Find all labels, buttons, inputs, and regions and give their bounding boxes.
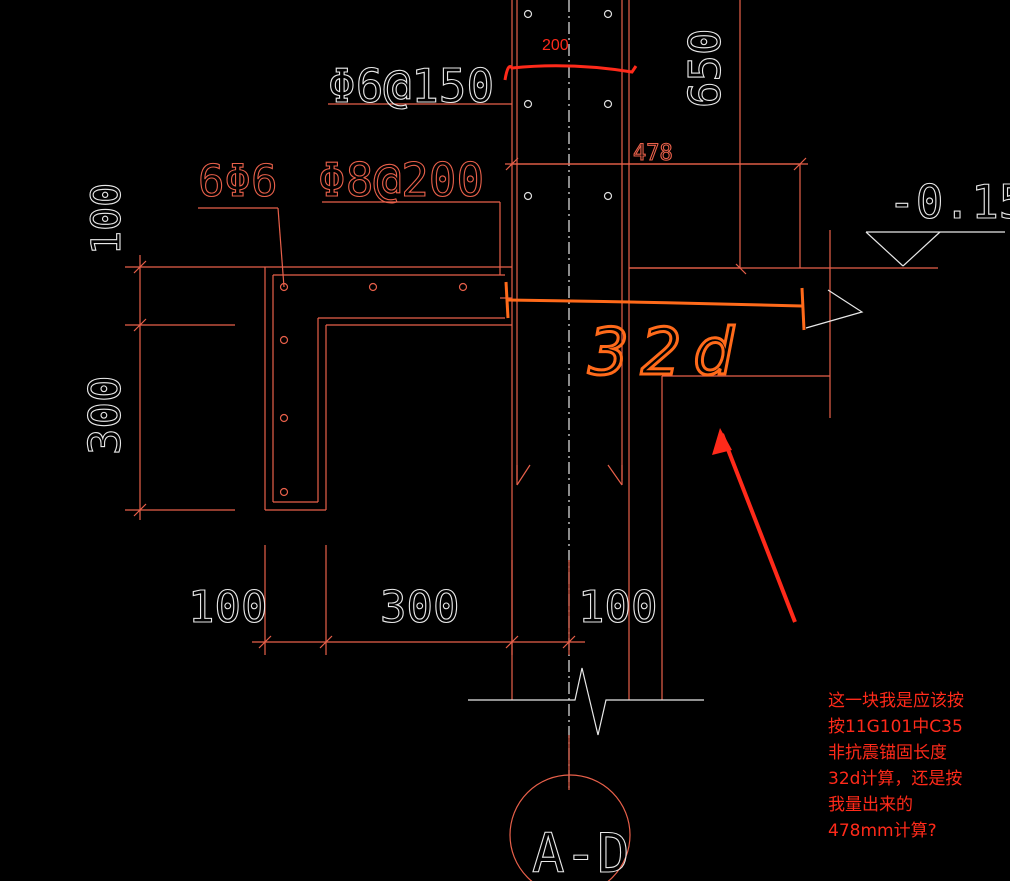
horizontal-dimensions	[252, 545, 585, 655]
label-dim-478: 478	[633, 141, 673, 166]
label-rebar-spacing-spec: Φ8@200	[318, 153, 484, 207]
label-elevation: -0.150	[888, 175, 1010, 229]
label-dim-100-left: 100	[188, 582, 267, 633]
annotation-200-brace	[503, 64, 638, 81]
label-axis: A-D	[532, 822, 630, 881]
break-line	[468, 667, 704, 736]
label-dim-300-vertical: 300	[80, 376, 131, 455]
elevation-marker	[865, 231, 1005, 267]
axis-bubble	[509, 735, 631, 881]
label-stirrup-spec: Φ6@150	[328, 59, 494, 113]
label-dim-650: 650	[680, 29, 731, 108]
section-rebar-dots	[279, 282, 468, 497]
question-note: 这一块我是应该按 按11G101中C35 非抗震锚固长度 32d计算，还是按 我…	[828, 691, 964, 841]
vertical-dimensions	[125, 255, 235, 520]
column-rebar-dots	[523, 9, 613, 201]
label-dim-300-bottom: 300	[380, 582, 459, 633]
dimension-478	[505, 157, 808, 275]
annotation-arrow	[712, 428, 797, 623]
label-bar-count-spec: 6Φ6	[198, 156, 277, 207]
label-dim-100-vertical: 100	[84, 183, 130, 255]
annotation-32d-bracket	[504, 281, 864, 331]
section-l-shape	[235, 266, 512, 511]
annotation-32d-text: 32d	[588, 316, 746, 390]
label-dim-100-right: 100	[578, 582, 657, 633]
label-leaders	[198, 103, 512, 288]
annotation-200: 200	[542, 37, 569, 54]
